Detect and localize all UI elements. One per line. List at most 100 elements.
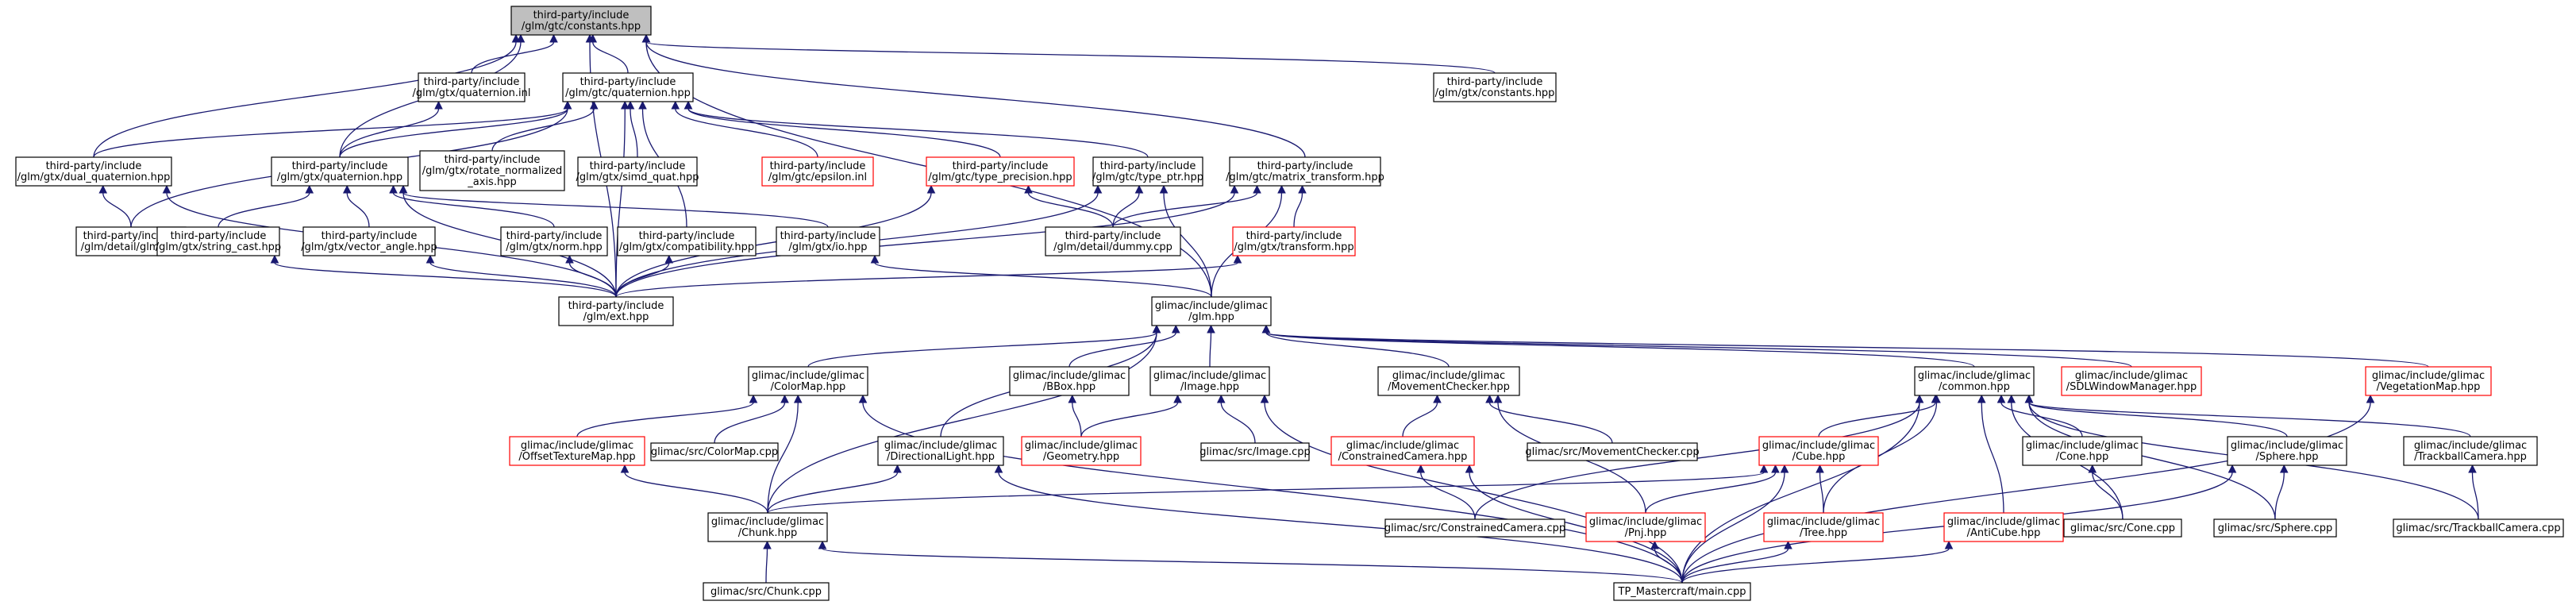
node-common[interactable]: glimac/include/glimac/common.hpp <box>1914 366 2035 396</box>
node-vecang[interactable]: third-party/include/glm/gtx/vector_angle… <box>301 226 437 256</box>
node-trackcamcpp[interactable]: glimac/src/TrackballCamera.cpp <box>2393 518 2564 538</box>
node-label: glimac/src/Image.cpp <box>1199 446 1311 458</box>
node-compat[interactable]: third-party/include/glm/gtx/compatibilit… <box>617 226 757 256</box>
node-typeptr[interactable]: third-party/include/glm/gtc/type_ptr.hpp <box>1092 156 1203 187</box>
node-box <box>1758 436 1879 466</box>
node-label: glimac/include/glimac <box>884 440 997 452</box>
node-chunk[interactable]: glimac/include/glimac/Chunk.hpp <box>707 512 828 542</box>
node-label: /glm/gtx/transform.hpp <box>1234 241 1353 253</box>
node-strcast[interactable]: third-party/include/glm/gtx/string_cast.… <box>156 226 281 256</box>
node-epsinl[interactable]: third-party/include/glm/gtc/epsilon.inl <box>761 156 874 187</box>
node-movchk[interactable]: glimac/include/glimac/MovementChecker.hp… <box>1377 366 1520 396</box>
node-label: glimac/include/glimac <box>1918 370 2031 382</box>
node-label: /glm/gtc/type_ptr.hpp <box>1092 172 1203 183</box>
node-box <box>1384 518 1565 538</box>
arrowhead <box>563 100 572 110</box>
node-conecpp[interactable]: glimac/src/Cone.cpp <box>2063 518 2182 538</box>
node-label: glimac/include/glimac <box>521 440 633 452</box>
node-ext[interactable]: third-party/include/glm/ext.hpp <box>558 296 674 326</box>
node-tree[interactable]: glimac/include/glimac/Tree.hpp <box>1763 512 1884 542</box>
node-geometry[interactable]: glimac/include/glimac/Geometry.hpp <box>1021 436 1142 466</box>
edge-chunk-to-cube <box>767 472 1765 514</box>
edge-dummy-to-typeprec <box>1027 192 1114 228</box>
node-box <box>1433 72 1557 102</box>
node-offtex[interactable]: glimac/include/glimac/OffsetTextureMap.h… <box>509 436 645 466</box>
node-dualq[interactable]: third-party/include/glm/gtx/dual_quatern… <box>15 156 172 187</box>
node-gtxtrans[interactable]: third-party/include/glm/gtx/transform.hp… <box>1232 226 1356 256</box>
node-simdq[interactable]: third-party/include/glm/gtx/simd_quat.hp… <box>576 156 699 187</box>
node-box <box>15 156 172 187</box>
node-box <box>418 72 526 102</box>
node-sphere[interactable]: glimac/include/glimac/Sphere.hpp <box>2227 436 2347 466</box>
arrowhead <box>620 464 630 473</box>
node-gtxquat[interactable]: third-party/include/glm/gtx/quaternion.h… <box>271 156 409 187</box>
node-box <box>2022 436 2143 466</box>
arrowhead <box>342 184 352 194</box>
node-chunkcpp[interactable]: glimac/src/Chunk.cpp <box>703 582 830 601</box>
node-cube[interactable]: glimac/include/glimac/Cube.hpp <box>1758 436 1879 466</box>
node-norm[interactable]: third-party/include/glm/gtx/norm.hpp <box>500 226 608 256</box>
node-dirlight[interactable]: glimac/include/glimac/DirectionalLight.h… <box>877 436 1004 466</box>
arrowhead <box>671 100 680 110</box>
node-image[interactable]: glimac/include/glimac/Image.hpp <box>1149 366 1270 396</box>
edge-movchk-to-glmhpp <box>1265 332 1450 368</box>
arrowhead <box>2228 464 2237 473</box>
node-label: /glm/gtx/quaternion.inl <box>412 87 530 99</box>
node-label: third-party/include <box>506 230 603 242</box>
node-label: glimac/include/glimac <box>1013 370 1126 382</box>
edge-main-to-colormap <box>862 402 1683 584</box>
node-box <box>500 226 608 256</box>
node-vegmap[interactable]: glimac/include/glimac/VegetationMap.hpp <box>2365 366 2492 396</box>
node-spherecpp[interactable]: glimac/src/Sphere.cpp <box>2213 518 2337 538</box>
node-pnj[interactable]: glimac/include/glimac/Pnj.hpp <box>1585 512 1706 542</box>
edge-glmcpp-to-dualq <box>102 192 132 228</box>
node-movchkcpp[interactable]: glimac/src/MovementChecker.cpp <box>1525 442 1700 461</box>
node-box <box>2403 436 2538 466</box>
node-colormapcpp[interactable]: glimac/src/ColorMap.cpp <box>650 442 779 461</box>
node-root[interactable]: third-party/include/glm/gtc/constants.hp… <box>510 6 652 36</box>
node-label: glimac/include/glimac <box>1155 300 1268 312</box>
node-rotnorm[interactable]: third-party/include/glm/gtx/rotate_norma… <box>419 150 565 191</box>
arrowhead <box>589 100 599 110</box>
node-glmhpp[interactable]: glimac/include/glimac/glm.hpp <box>1151 296 1272 326</box>
node-box <box>558 296 674 326</box>
edge-gtxquat-to-gtcquat <box>339 108 568 158</box>
edge-geometry-to-bbox <box>1072 402 1082 437</box>
edge-ext-to-strcast <box>274 262 617 298</box>
node-box <box>1330 436 1475 466</box>
node-io[interactable]: third-party/include/glm/gtx/io.hpp <box>776 226 880 256</box>
node-concamcpp[interactable]: glimac/src/ConstrainedCamera.cpp <box>1384 518 1565 538</box>
node-dummy[interactable]: third-party/include/glm/detail/dummy.cpp <box>1045 226 1181 256</box>
node-typeprec[interactable]: third-party/include/glm/gtc/type_precisi… <box>926 156 1075 187</box>
node-main[interactable]: TP_Mastercraft/main.cpp <box>1613 582 1751 601</box>
node-gtcquat[interactable]: third-party/include/glm/gtc/quaternion.h… <box>562 72 694 102</box>
node-colormap[interactable]: glimac/include/glimac/ColorMap.hpp <box>748 366 868 396</box>
node-label: glimac/src/TrackballCamera.cpp <box>2396 522 2560 534</box>
edge-rotnorm-to-gtcquat <box>491 108 595 152</box>
node-trackcam[interactable]: glimac/include/glimac/TrackballCamera.hp… <box>2403 436 2538 466</box>
edge-common-to-glmhpp <box>1265 332 1975 368</box>
node-quatinl[interactable]: third-party/include/glm/gtx/quaternion.i… <box>412 72 531 102</box>
node-label: /TrackballCamera.hpp <box>2414 451 2527 463</box>
arrowhead <box>683 100 693 110</box>
node-imagecpp[interactable]: glimac/src/Image.cpp <box>1199 442 1311 461</box>
node-gtxconst[interactable]: third-party/include/glm/gtx/constants.hp… <box>1433 72 1557 102</box>
arrowhead <box>1171 324 1180 333</box>
node-label: /glm/gtx/compatibility.hpp <box>619 241 754 253</box>
node-mattrans[interactable]: third-party/include/glm/gtc/matrix_trans… <box>1226 156 1384 187</box>
edge-ext-to-gtxtrans <box>615 262 1238 298</box>
node-label: /SDLWindowManager.hpp <box>2066 381 2197 393</box>
node-cone[interactable]: glimac/include/glimac/Cone.hpp <box>2022 436 2143 466</box>
node-sdlwm[interactable]: glimac/include/glimac/SDLWindowManager.h… <box>2061 366 2202 396</box>
node-label: /glm/ext.hpp <box>583 311 649 323</box>
node-label: /glm/gtc/quaternion.hpp <box>565 87 691 99</box>
node-concam[interactable]: glimac/include/glimac/ConstrainedCamera.… <box>1330 436 1475 466</box>
node-bbox[interactable]: glimac/include/glimac/BBox.hpp <box>1009 366 1130 396</box>
edge-io-to-gtxquat <box>402 192 829 228</box>
arrowhead <box>1230 184 1239 194</box>
node-anticube[interactable]: glimac/include/glimac/AntiCube.hpp <box>1943 512 2064 542</box>
edge-ext-to-gtcquat <box>615 108 626 298</box>
node-label: third-party/include <box>445 154 541 166</box>
arrowhead <box>818 540 827 549</box>
node-label: /VegetationMap.hpp <box>2377 381 2481 393</box>
